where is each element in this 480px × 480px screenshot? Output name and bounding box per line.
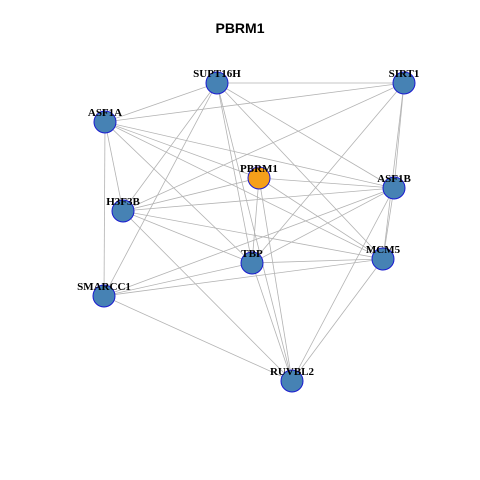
- edge-supt16h-asf1a: [104, 82, 218, 123]
- edge-sirt1-asf1a: [104, 82, 405, 123]
- edge-sirt1-mcm5: [382, 82, 405, 260]
- node-label-ruvbl2: RUVBL2: [270, 366, 315, 378]
- edge-mcm5-tbp: [251, 258, 384, 264]
- node-asf1b[interactable]: [382, 176, 406, 200]
- node-label-h3f3b: H3F3B: [106, 196, 140, 208]
- edge-pbrm1-h3f3b: [122, 177, 260, 212]
- node-pbrm1[interactable]: [247, 166, 271, 190]
- edge-asf1a-tbp: [104, 121, 253, 264]
- edge-sirt1-asf1b: [393, 82, 405, 189]
- edge-asf1a-mcm5: [104, 121, 384, 260]
- node-label-asf1a: ASF1A: [88, 107, 122, 119]
- edge-supt16h-h3f3b: [122, 82, 218, 212]
- edge-layer: [103, 82, 405, 382]
- node-label-pbrm1: PBRM1: [240, 163, 278, 175]
- edge-asf1a-asf1b: [104, 121, 395, 189]
- edge-asf1a-pbrm1: [104, 121, 260, 179]
- node-layer: [92, 71, 416, 393]
- node-h3f3b[interactable]: [111, 199, 135, 223]
- node-label-mcm5: MCM5: [366, 244, 401, 256]
- edge-supt16h-asf1b: [216, 82, 395, 189]
- node-label-smarcc1: SMARCC1: [77, 281, 131, 293]
- node-label-supt16h: SUPT16H: [193, 68, 241, 80]
- edge-asf1b-mcm5: [382, 187, 395, 260]
- node-mcm5[interactable]: [371, 247, 395, 271]
- edge-pbrm1-tbp: [251, 177, 260, 264]
- edge-asf1b-ruvbl2: [291, 187, 395, 382]
- edge-asf1b-h3f3b: [122, 187, 395, 212]
- edge-tbp-ruvbl2: [251, 262, 293, 382]
- edge-mcm5-smarcc1: [103, 258, 384, 297]
- node-label-asf1b: ASF1B: [377, 173, 411, 185]
- node-ruvbl2[interactable]: [280, 369, 304, 393]
- edge-h3f3b-tbp: [122, 210, 253, 264]
- edge-mcm5-ruvbl2: [291, 258, 384, 382]
- edge-pbrm1-mcm5: [258, 177, 384, 260]
- edge-asf1b-smarcc1: [103, 187, 395, 297]
- edge-pbrm1-ruvbl2: [258, 177, 293, 382]
- edge-h3f3b-mcm5: [122, 210, 384, 260]
- node-smarcc1[interactable]: [92, 284, 116, 308]
- node-label-tbp: TBP: [241, 248, 263, 260]
- edge-pbrm1-asf1b: [258, 177, 395, 189]
- graph-title: PBRM1: [215, 20, 265, 36]
- edge-sirt1-h3f3b: [122, 82, 405, 212]
- edge-smarcc1-ruvbl2: [103, 295, 293, 382]
- edge-supt16h-tbp: [216, 82, 253, 264]
- edge-asf1a-smarcc1: [103, 121, 106, 297]
- edge-asf1a-h3f3b: [104, 121, 124, 212]
- edge-tbp-smarcc1: [103, 262, 253, 297]
- node-asf1a[interactable]: [93, 110, 117, 134]
- edge-supt16h-mcm5: [216, 82, 384, 260]
- edge-supt16h-smarcc1: [103, 82, 218, 297]
- edge-asf1b-tbp: [251, 187, 395, 264]
- node-sirt1[interactable]: [392, 71, 416, 95]
- edge-h3f3b-ruvbl2: [122, 210, 293, 382]
- node-supt16h[interactable]: [205, 71, 229, 95]
- node-label-sirt1: SIRT1: [389, 68, 420, 80]
- node-tbp[interactable]: [240, 251, 264, 275]
